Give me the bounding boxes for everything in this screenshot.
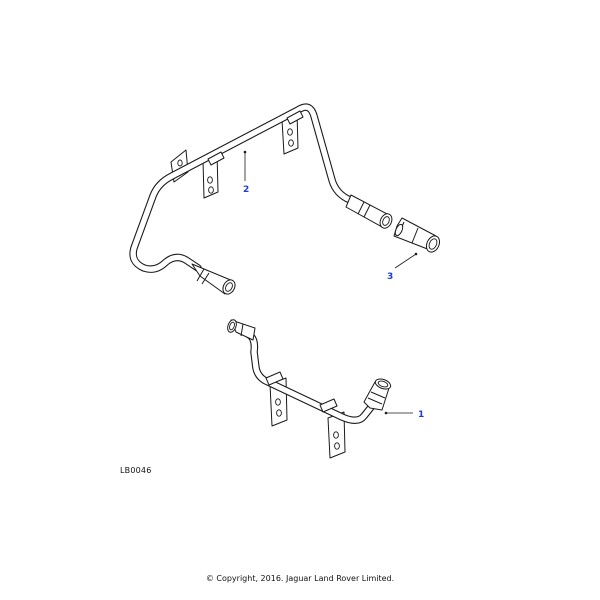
pipe-end-left (191, 263, 236, 295)
lower-pipe-end-right (363, 378, 392, 411)
callout-1: 1 (418, 410, 424, 420)
callout-leader-2 (243, 150, 247, 181)
upper-coolant-pipe (129, 103, 393, 295)
callout-2: 2 (243, 185, 249, 195)
connector-hose (393, 217, 441, 253)
bracket-right (281, 111, 299, 155)
pipe-end-right (345, 194, 393, 229)
callout-3: 3 (387, 272, 393, 282)
lower-pipe-end-left (227, 319, 256, 341)
copyright-notice: © Copyright, 2016. Jaguar Land Rover Lim… (205, 574, 395, 583)
callout-leader-3 (394, 252, 418, 269)
diagram-reference-code: LB0046 (120, 466, 152, 475)
lower-coolant-pipe (227, 319, 392, 459)
callout-leader-1 (384, 411, 413, 415)
